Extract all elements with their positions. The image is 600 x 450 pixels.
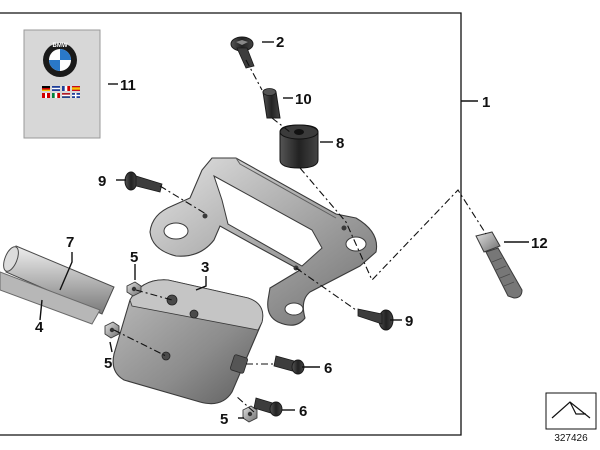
callout-8: 8 [336, 135, 344, 152]
callout-9-upper: 9 [98, 173, 106, 190]
callout-10: 10 [295, 91, 312, 108]
screw-6-lower [253, 397, 283, 417]
screw-9-upper [124, 171, 163, 193]
language-flags [42, 86, 80, 98]
reference-box: 327426 [545, 392, 597, 444]
callout-3: 3 [201, 259, 209, 276]
callout-5-upper: 5 [130, 249, 138, 266]
callout-5-lower: 5 [220, 411, 228, 428]
screw-9-lower [357, 308, 394, 331]
rubber-bushing-8 [279, 124, 319, 169]
bmw-logo-text: BMW [53, 43, 68, 49]
callout-labels: 2 10 8 9 9 12 11 1 7 4 3 5 5 5 6 6 [35, 34, 548, 428]
strip-4 [0, 271, 101, 325]
tube-7 [3, 245, 115, 315]
callout-6-lower: 6 [299, 403, 307, 420]
nut-5-middle [104, 321, 120, 339]
callout-5-middle: 5 [104, 355, 112, 372]
screw-2 [230, 36, 255, 69]
assembly-axes [113, 59, 487, 413]
screw-6-upper [273, 355, 305, 375]
mounting-bracket [149, 157, 378, 326]
bmw-logo: BMW [43, 43, 77, 77]
callout-12: 12 [531, 235, 548, 252]
callout-11: 11 [120, 77, 136, 94]
bolt-12 [475, 231, 523, 299]
callout-6-upper: 6 [324, 360, 332, 377]
nut-5-upper [126, 281, 142, 297]
arrow-icon [551, 401, 591, 419]
callout-7: 7 [66, 234, 74, 251]
diagram-frame [0, 12, 462, 436]
manual-booklet: BMW [23, 29, 101, 139]
housing-box-3 [112, 279, 264, 405]
callout-1: 1 [482, 94, 490, 111]
callout-2: 2 [276, 34, 284, 51]
callout-9-lower: 9 [405, 313, 413, 330]
reference-number: 327426 [554, 433, 588, 444]
spacer-10 [262, 88, 281, 119]
leader-lines [39, 41, 529, 419]
callout-4: 4 [35, 319, 44, 336]
